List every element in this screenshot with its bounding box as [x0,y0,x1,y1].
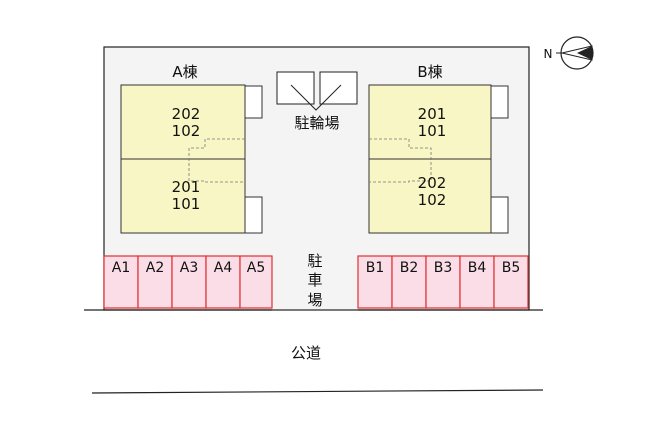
building-a-dashed-outline [188,138,245,183]
unit-b-102: 102 [418,191,447,209]
bicycle-rack-lines [290,84,342,111]
building-b-label: B棟 [417,63,442,81]
building-a: 202 102 201 101 [120,84,263,234]
road-edge-far [91,389,544,394]
parking-space-label: B5 [502,260,521,276]
building-a-label: A棟 [172,63,197,81]
building-b-upper-unit [368,84,492,160]
building-a-lower-unit [120,158,246,234]
parking-space: A2 [137,255,173,309]
compass-north-label: N [544,47,553,61]
unit-b-201: 201 [418,105,447,123]
parking-a-group: A1 A2 A3 A4 A5 [103,255,273,309]
unit-b-202: 202 [418,174,447,192]
parking-space: A3 [171,255,207,309]
bicycle-parking-label: 駐輪場 [294,114,339,132]
unit-a-102: 102 [172,122,201,140]
building-a-balcony-lower [244,196,263,234]
unit-a-202: 202 [172,105,201,123]
parking-space: B5 [493,255,529,309]
parking-space-label: B3 [434,260,453,276]
car-parking-char-2: 車 [307,271,322,289]
car-parking-char-1: 駐 [307,252,322,270]
unit-a-101: 101 [172,195,201,213]
building-a-upper-unit [120,84,246,160]
building-b-lower-unit [368,158,492,234]
parking-space: B4 [459,255,495,309]
parking-space-label: A4 [214,260,233,276]
parking-space: B3 [425,255,461,309]
parking-space-label: B2 [400,260,419,276]
parking-b-group: B1 B2 B3 B4 B5 [357,255,529,309]
compass-icon: N [544,36,594,70]
unit-b-101: 101 [418,122,447,140]
parking-space-label: A2 [146,260,164,276]
car-parking-char-3: 場 [307,291,322,309]
building-b-balcony-upper [490,85,509,119]
building-b: 201 101 202 102 [368,84,509,234]
parking-space-label: A5 [247,260,265,276]
parking-space: B2 [391,255,427,309]
building-a-balcony-upper [244,85,263,119]
building-b-dashed-outline [369,138,432,183]
unit-a-201: 201 [172,178,201,196]
parking-space-label: A3 [180,260,198,276]
car-parking-label: 駐 車 場 [307,252,322,309]
parking-space-label: B4 [468,260,487,276]
parking-space: A4 [205,255,241,309]
parking-space: A5 [239,255,273,309]
parking-space-label: A1 [112,260,130,276]
parking-space: A1 [103,255,139,309]
parking-space-label: B1 [366,260,385,276]
road-label: 公道 [291,344,321,362]
bicycle-rack-left [276,71,315,105]
parking-space: B1 [357,255,393,309]
building-b-balcony-lower [490,196,509,234]
bicycle-parking: 駐輪場 [276,71,358,132]
